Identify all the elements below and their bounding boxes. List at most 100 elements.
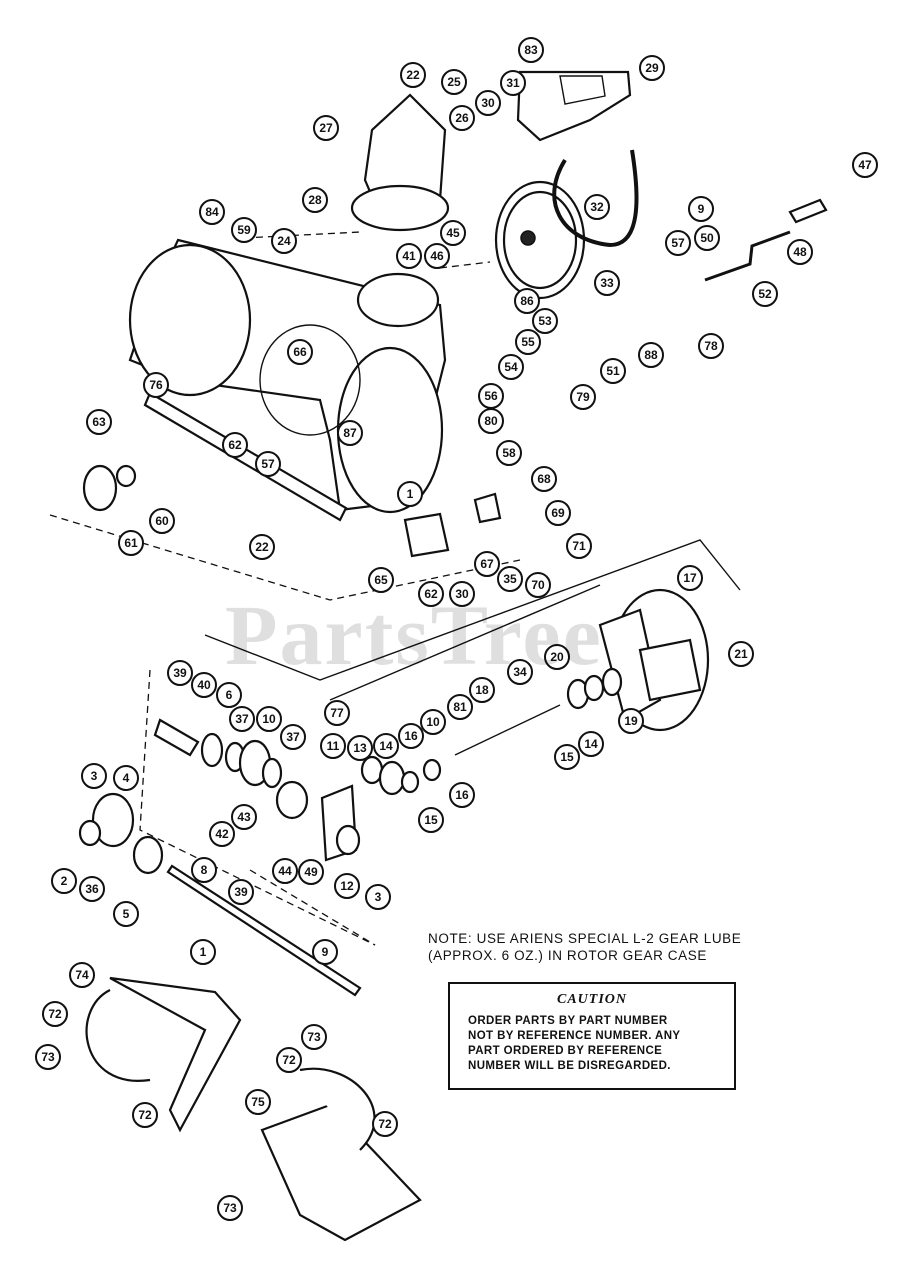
- svg-text:50: 50: [700, 231, 714, 245]
- svg-text:40: 40: [197, 678, 211, 692]
- lube-note: NOTE: USE ARIENS SPECIAL L-2 GEAR LUBE (…: [428, 930, 741, 964]
- svg-text:9: 9: [698, 202, 705, 216]
- svg-text:24: 24: [277, 234, 291, 248]
- chute-deflector: [516, 70, 632, 142]
- callout-44: 44: [272, 858, 298, 884]
- svg-text:56: 56: [484, 389, 498, 403]
- svg-text:81: 81: [453, 700, 467, 714]
- callout-19: 19: [618, 708, 644, 734]
- callout-51: 51: [600, 358, 626, 384]
- svg-text:25: 25: [447, 75, 461, 89]
- callout-9a: 9: [688, 196, 714, 222]
- callout-35: 35: [497, 566, 523, 592]
- svg-text:69: 69: [551, 506, 565, 520]
- svg-text:66: 66: [293, 345, 307, 359]
- callout-60: 60: [149, 508, 175, 534]
- svg-text:39: 39: [173, 666, 187, 680]
- callout-70: 70: [525, 572, 551, 598]
- caution-title: CAUTION: [556, 992, 627, 1007]
- svg-text:87: 87: [343, 426, 357, 440]
- svg-text:8: 8: [201, 863, 208, 877]
- svg-text:53: 53: [538, 314, 552, 328]
- discharge-chute: [350, 93, 450, 232]
- svg-text:77: 77: [330, 706, 344, 720]
- svg-text:5: 5: [123, 907, 130, 921]
- svg-text:46: 46: [430, 249, 444, 263]
- callout-84: 84: [199, 199, 225, 225]
- svg-text:30: 30: [481, 96, 495, 110]
- callout-1b: 1: [190, 939, 216, 965]
- svg-text:80: 80: [484, 414, 498, 428]
- callout-13: 13: [347, 735, 373, 761]
- callout-6a: 6: [216, 682, 242, 708]
- callout-8: 8: [191, 857, 217, 883]
- svg-text:14: 14: [379, 739, 393, 753]
- svg-text:57: 57: [671, 236, 685, 250]
- callout-30a: 30: [475, 90, 501, 116]
- callout-37b: 37: [280, 724, 306, 750]
- svg-text:47: 47: [858, 158, 872, 172]
- svg-text:1: 1: [200, 945, 207, 959]
- callout-33: 33: [594, 270, 620, 296]
- svg-text:28: 28: [308, 193, 322, 207]
- callout-28: 28: [302, 187, 328, 213]
- svg-text:9: 9: [322, 945, 329, 959]
- callout-18: 18: [469, 677, 495, 703]
- callout-15a: 15: [554, 744, 580, 770]
- callout-59: 59: [231, 217, 257, 243]
- callout-24: 24: [271, 228, 297, 254]
- svg-text:42: 42: [215, 827, 229, 841]
- caution-body: ORDER PARTS BY PART NUMBER NOT BY REFERE…: [450, 1008, 734, 1074]
- svg-text:57: 57: [261, 457, 275, 471]
- svg-text:54: 54: [504, 360, 518, 374]
- callout-68: 68: [531, 466, 557, 492]
- auger-housing: [128, 238, 447, 522]
- callout-12: 12: [334, 873, 360, 899]
- svg-text:36: 36: [85, 882, 99, 896]
- callout-31: 31: [500, 70, 526, 96]
- note-line-1: NOTE: USE ARIENS SPECIAL L-2 GEAR LUBE: [428, 931, 742, 946]
- svg-text:72: 72: [138, 1108, 152, 1122]
- callout-72a: 72: [42, 1001, 68, 1027]
- callout-34: 34: [507, 659, 533, 685]
- svg-text:67: 67: [480, 557, 494, 571]
- svg-text:19: 19: [624, 714, 638, 728]
- svg-text:49: 49: [304, 865, 318, 879]
- svg-text:15: 15: [424, 813, 438, 827]
- svg-text:88: 88: [644, 348, 658, 362]
- callout-58: 58: [496, 440, 522, 466]
- svg-text:18: 18: [475, 683, 489, 697]
- callout-76: 76: [143, 372, 169, 398]
- svg-text:34: 34: [513, 665, 527, 679]
- svg-text:29: 29: [645, 61, 659, 75]
- svg-text:14: 14: [584, 737, 598, 751]
- svg-text:37: 37: [235, 712, 249, 726]
- callout-78: 78: [698, 333, 724, 359]
- svg-text:51: 51: [606, 364, 620, 378]
- svg-text:58: 58: [502, 446, 516, 460]
- svg-text:32: 32: [590, 200, 604, 214]
- svg-text:41: 41: [402, 249, 416, 263]
- callout-25: 25: [441, 69, 467, 95]
- callout-65: 65: [368, 567, 394, 593]
- side-bearing: [82, 464, 137, 512]
- callout-86: 86: [514, 288, 540, 314]
- svg-text:73: 73: [41, 1050, 55, 1064]
- svg-text:11: 11: [327, 739, 340, 753]
- auger-shaft: [166, 864, 362, 997]
- callout-54: 54: [498, 354, 524, 380]
- svg-text:76: 76: [149, 378, 163, 392]
- callout-27: 27: [313, 115, 339, 141]
- callout-21: 21: [728, 641, 754, 667]
- callout-74: 74: [69, 962, 95, 988]
- drive-belt: [552, 149, 639, 248]
- rotor-gear-parts: [78, 667, 623, 875]
- svg-text:72: 72: [282, 1053, 296, 1067]
- crank-handle: [704, 198, 828, 282]
- svg-text:15: 15: [560, 750, 574, 764]
- svg-text:16: 16: [455, 788, 469, 802]
- svg-text:22: 22: [255, 540, 269, 554]
- callout-72b: 72: [132, 1102, 158, 1128]
- callout-9b: 9: [312, 939, 338, 965]
